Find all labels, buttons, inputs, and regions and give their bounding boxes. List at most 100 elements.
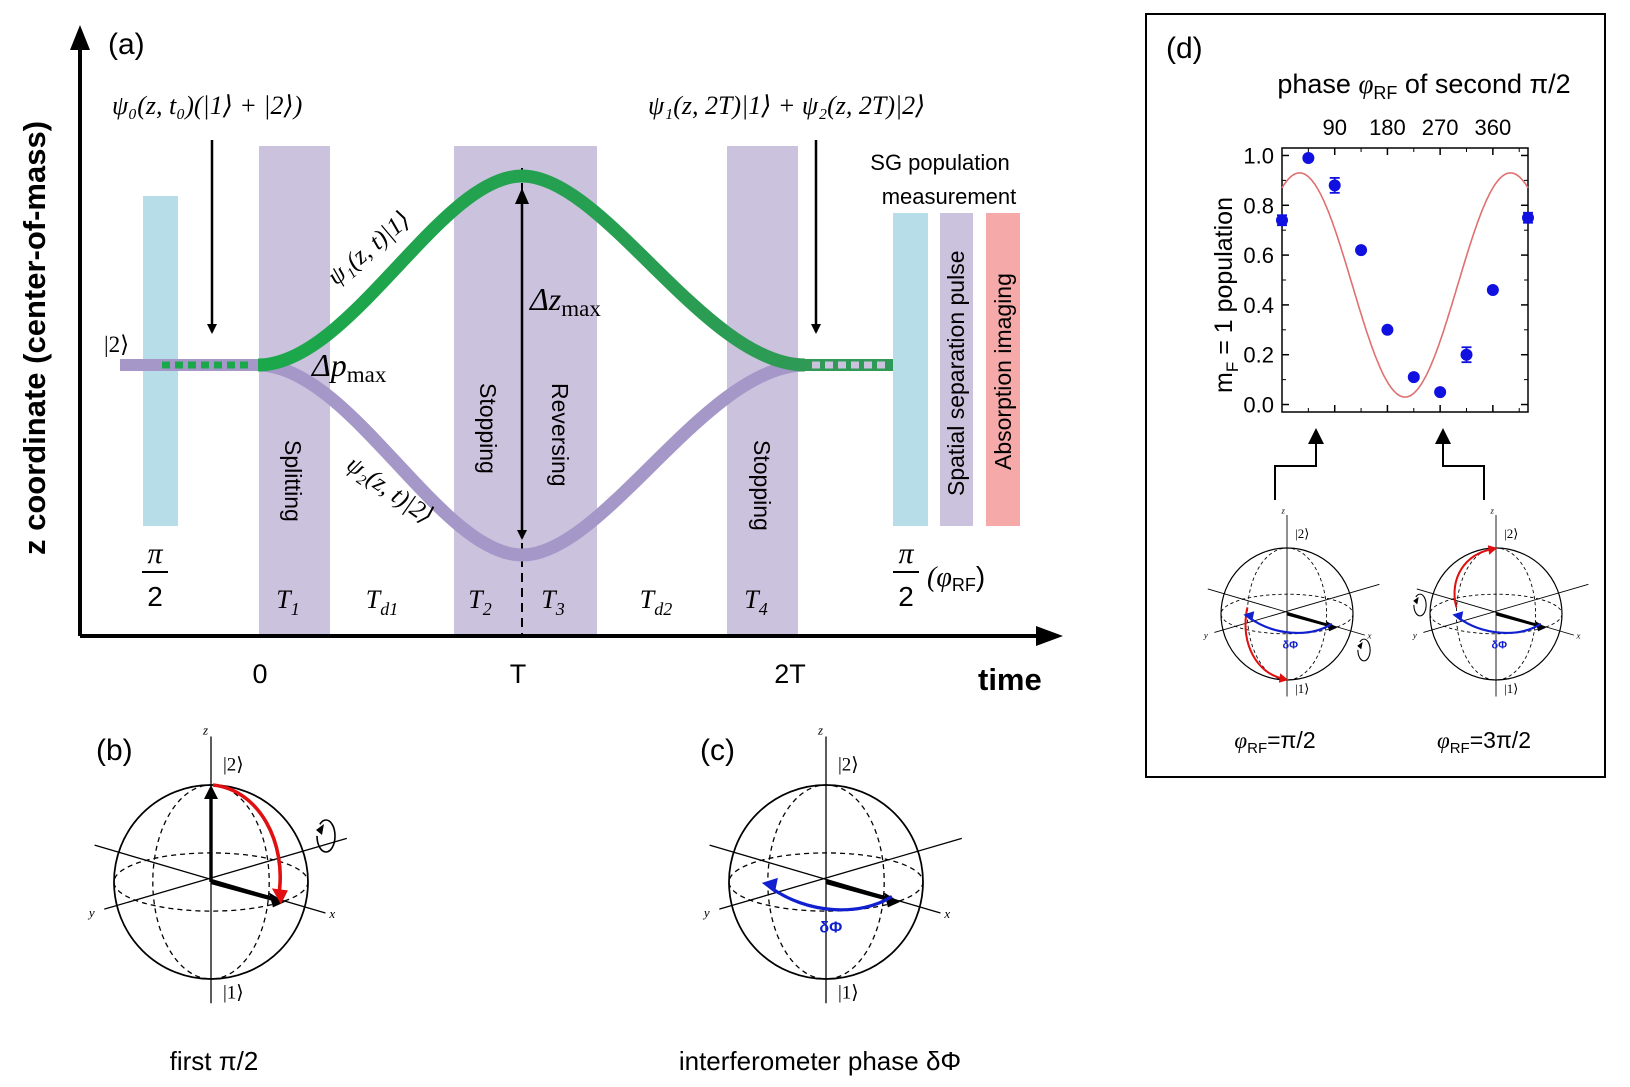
interval-label-3: T2 xyxy=(468,585,491,619)
x-tick-label: 360 xyxy=(1474,115,1511,140)
second-pi-numerator: π xyxy=(898,537,914,570)
y-tick-label: 0.6 xyxy=(1243,243,1274,268)
interval-label-main: T xyxy=(541,585,557,614)
rotation-axis-icon xyxy=(316,819,336,853)
rotation-arc-head xyxy=(1487,545,1498,555)
x-axis-line xyxy=(1416,588,1575,636)
time-tick-0: 0 xyxy=(252,659,267,689)
state-vector-head xyxy=(1535,621,1547,632)
x-tick-label: 180 xyxy=(1369,115,1406,140)
fit-curve xyxy=(1281,172,1529,398)
sg-measurement-line2: measurement xyxy=(882,184,1017,209)
data-point xyxy=(1460,348,1473,361)
data-point xyxy=(1522,211,1534,224)
z-axis-label: z xyxy=(1281,506,1286,516)
y-axis-line xyxy=(104,837,347,910)
interval-label-main: T xyxy=(468,585,484,614)
ket-1-label: |1⟩ xyxy=(223,982,244,1003)
bloch-sphere-b: zxy|2⟩|1⟩ xyxy=(87,723,347,1003)
interval-label-4: T3 xyxy=(541,585,564,619)
x-axis-label: time xyxy=(978,662,1042,697)
time-tick-t: T xyxy=(510,659,527,689)
phase-arc xyxy=(1248,616,1333,634)
y-tick-label: 0.2 xyxy=(1243,343,1274,368)
state-vector-head xyxy=(1326,621,1338,632)
sphere1-caption: φRF=π/2 xyxy=(1234,727,1315,757)
data-point xyxy=(1355,244,1368,257)
interval-label-main: T xyxy=(640,585,656,614)
rotation-axis-icon-head xyxy=(1413,596,1419,605)
rotation-arc-head xyxy=(271,888,288,905)
y-tick-label: 0.8 xyxy=(1243,193,1274,218)
first-pi-denominator: 2 xyxy=(147,581,163,612)
phase-label: δΦ xyxy=(819,919,842,936)
arrow-sphere2-head xyxy=(1435,428,1451,444)
y-axis-label: y xyxy=(1412,630,1417,640)
phase-arc-head xyxy=(761,877,778,893)
z-axis-label: z xyxy=(1490,506,1495,516)
splitting-label: Splitting xyxy=(280,440,306,522)
absorption-imaging-label: Absorption imaging xyxy=(990,273,1016,470)
state-vector-x xyxy=(1286,612,1330,627)
y-axis-arrowhead xyxy=(70,25,90,50)
delta-z-arrow-top-head xyxy=(515,188,529,204)
y-tick-label: 1.0 xyxy=(1243,143,1274,168)
rotation-arc xyxy=(1453,548,1493,608)
lower-path-trajectory xyxy=(257,358,806,562)
absorption-imaging-band xyxy=(986,213,1020,526)
x-axis-label: x xyxy=(943,906,950,921)
stopping-label-1: Stopping xyxy=(475,383,501,474)
ket-2-label: |2⟩ xyxy=(1504,526,1518,541)
top-axis-title: phase φRF of second π/2 xyxy=(1277,69,1570,103)
x-axis-label: x xyxy=(328,906,335,921)
z-axis-label: z xyxy=(817,723,823,738)
ket-2-label: |2⟩ xyxy=(223,754,244,775)
phase-label: δΦ xyxy=(1492,639,1508,651)
arrow-sphere1-to-chart xyxy=(1274,440,1317,500)
interval-label-sub: 4 xyxy=(759,599,768,619)
delta-z-label: Δzmax xyxy=(528,281,601,321)
interval-label-sub: d1 xyxy=(380,599,398,619)
phase-arc-head xyxy=(1452,611,1464,622)
rotation-axis-icon xyxy=(1413,593,1427,617)
ket-2-label: |2⟩ xyxy=(104,332,129,357)
chart-plot-frame xyxy=(1281,147,1529,413)
phi-rf-label: (φRF) xyxy=(927,561,985,595)
final-state-label: ψ₁(z, 2T)|1⟩ + ψ₂(z, 2T)|2⟩ xyxy=(648,91,925,120)
y-tick-label: 0.4 xyxy=(1243,293,1274,318)
panel-d: (d) phase φRF of second π/2 mF = 1 popul… xyxy=(1145,13,1606,778)
x-axis-line xyxy=(1207,588,1366,636)
data-point xyxy=(1434,386,1447,399)
x-tick-label: 90 xyxy=(1322,115,1346,140)
y-axis-line xyxy=(719,837,962,910)
initial-state-label: ψ₀(z, t₀)(|1⟩ + |2⟩) xyxy=(112,91,302,120)
state-vector-x xyxy=(210,879,274,901)
panel-d-frame xyxy=(1145,13,1606,778)
bloch-sphere-d2: zxy|2⟩|1⟩δΦ xyxy=(1412,506,1589,697)
spatial-separation-label: Spatial separation pulse xyxy=(943,251,969,497)
stopping-label-2: Stopping xyxy=(749,440,775,531)
x-axis-arrowhead xyxy=(1036,626,1063,646)
rotation-arc-head xyxy=(1278,673,1289,683)
phase-arc-head xyxy=(1243,611,1255,622)
y-axis-line xyxy=(1214,583,1380,633)
x-tick-label: 270 xyxy=(1422,115,1459,140)
rotation-axis-icon-head xyxy=(1357,641,1363,650)
panel-c: (c) zxy|2⟩|1⟩δΦ interferometer phase δΦ xyxy=(679,723,962,1076)
state-vector-head xyxy=(883,892,900,908)
arrow-sphere1-head xyxy=(1308,428,1324,444)
upper-path-label: ψ₁(z, t)|1⟩ xyxy=(323,206,416,290)
ket-1-label: |1⟩ xyxy=(1504,681,1518,696)
ket-2-label: |2⟩ xyxy=(838,754,859,775)
interval-label-main: T xyxy=(744,585,760,614)
second-pi-denominator: 2 xyxy=(898,581,914,612)
ket-1-label: |1⟩ xyxy=(1295,681,1309,696)
time-tick-2t: 2T xyxy=(774,659,806,689)
interval-label-main: T xyxy=(366,585,382,614)
interval-label-2: Td1 xyxy=(366,585,398,619)
bloch-sphere-d1: zxy|2⟩|1⟩δΦ xyxy=(1203,506,1380,697)
second-rf-pulse-band xyxy=(893,213,928,526)
panel-b-caption: first π/2 xyxy=(170,1046,259,1076)
